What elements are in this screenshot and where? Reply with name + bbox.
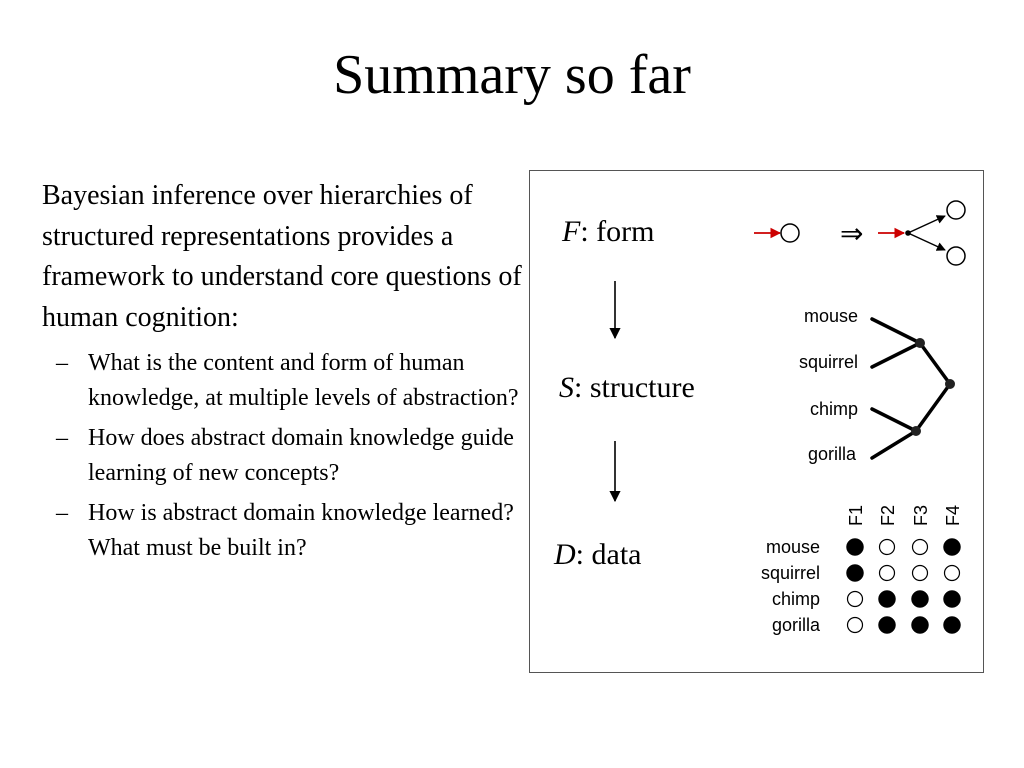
slide-title: Summary so far [333, 44, 691, 106]
matrix-row-label: gorilla [772, 615, 821, 635]
feature-present-dot [846, 564, 864, 582]
hierarchy-diagram: F: form S: structure D: data ⇒ mouse squ… [553, 200, 966, 635]
bullet-text: What is the content and form of human kn… [88, 350, 519, 411]
feature-present-dot [911, 616, 929, 634]
feature-absent-dot [878, 564, 896, 582]
feature-present-dot [878, 616, 896, 634]
bullet-text: How does abstract domain knowledge guide… [88, 425, 514, 486]
rewrite-arrow-icon: ⇒ [840, 217, 863, 250]
feature-absent-dot [846, 616, 864, 634]
level-form-label: F: form [561, 215, 654, 248]
matrix-row-label: chimp [772, 589, 820, 609]
form-node-icon [780, 223, 800, 243]
hierarchy-figure: F: form S: structure D: data ⇒ mouse squ… [529, 170, 984, 673]
feature-present-dot [943, 616, 961, 634]
feature-header: F2 [878, 505, 898, 526]
feature-header: F3 [911, 505, 931, 526]
branch-arrow-icon [907, 232, 946, 251]
feature-present-dot [943, 538, 961, 556]
matrix-row-label: squirrel [761, 563, 820, 583]
child-node-icon [946, 246, 966, 266]
feature-present-dot [911, 590, 929, 608]
level-structure-label: S: structure [559, 371, 695, 404]
tree-leaf-label: gorilla [808, 444, 857, 464]
feature-matrix: F1 F2 F3 F4 mouse squirrel chimp gorilla [761, 505, 963, 635]
bullet-item: – How does abstract domain knowledge gui… [42, 421, 522, 490]
tree-internal-node [911, 426, 921, 436]
feature-present-dot [878, 590, 896, 608]
tree-internal-node [915, 338, 925, 348]
feature-absent-dot [911, 538, 929, 556]
intro-paragraph: Bayesian inference over hierarchies of s… [42, 180, 522, 333]
feature-header: F1 [846, 505, 866, 526]
level-data-label: D: data [553, 538, 641, 571]
feature-present-dot [943, 590, 961, 608]
tree-leaf-label: chimp [810, 399, 858, 419]
tree-edges [870, 317, 952, 460]
tree-root-node [945, 379, 955, 389]
child-node-icon [946, 200, 966, 220]
bullet-item: – What is the content and form of human … [42, 346, 522, 415]
tree-leaf-label: squirrel [799, 352, 858, 372]
feature-absent-dot [943, 564, 961, 582]
bullet-text: How is abstract domain knowledge learned… [88, 500, 514, 561]
feature-absent-dot [878, 538, 896, 556]
feature-absent-dot [911, 564, 929, 582]
bullet-dash: – [56, 425, 68, 451]
feature-present-dot [846, 538, 864, 556]
bullet-list: – What is the content and form of human … [42, 346, 522, 565]
bullet-item: – How is abstract domain knowledge learn… [42, 496, 522, 565]
left-text-block: Bayesian inference over hierarchies of s… [42, 176, 522, 571]
feature-header: F4 [943, 505, 963, 526]
branch-arrow-icon [907, 215, 946, 234]
form-rule: ⇒ [754, 200, 966, 266]
structure-tree: mouse squirrel chimp gorilla [799, 306, 955, 464]
matrix-row-label: mouse [766, 537, 820, 557]
feature-absent-dot [846, 590, 864, 608]
tree-leaf-label: mouse [804, 306, 858, 326]
bullet-dash: – [56, 350, 68, 376]
bullet-dash: – [56, 500, 68, 526]
